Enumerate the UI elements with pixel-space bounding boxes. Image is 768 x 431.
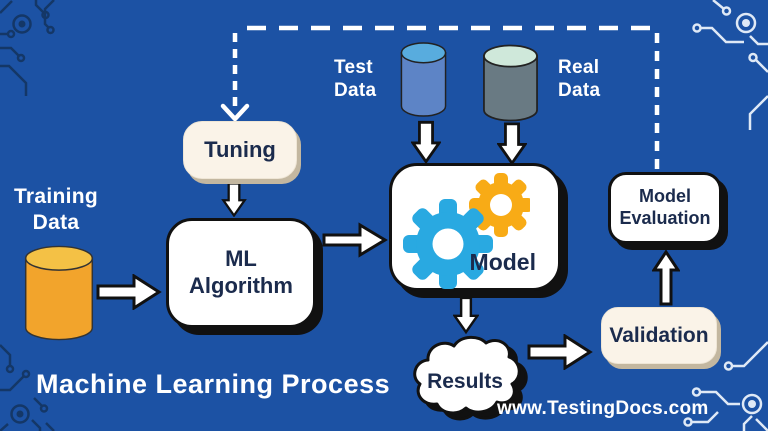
cloud-icon (413, 335, 528, 421)
arrow-real-to-model-icon (497, 122, 527, 165)
circuit-top-left (0, 0, 55, 96)
ml-algorithm-line2: Algorithm (189, 273, 293, 298)
training-data-line1: Training (13, 185, 99, 208)
arrow-validation-to-evaluation-icon (652, 250, 680, 306)
real-data-line1: Real (558, 57, 600, 78)
arrow-ml-to-model-icon (322, 222, 388, 258)
real-data-label: Real Data (558, 56, 622, 102)
model-evaluation-line1: Model (639, 186, 691, 207)
test-data-label: Test Data (334, 56, 398, 102)
arrow-test-to-model-icon (411, 120, 441, 165)
arrow-model-to-results-icon (453, 296, 479, 335)
training-data-label: Training Data (2, 184, 110, 235)
tuning-label: Tuning (204, 137, 276, 162)
test-data-line1: Test (334, 57, 373, 78)
training-data-cylinder-icon (24, 245, 94, 341)
page-title: Machine Learning Process (36, 369, 391, 399)
results-node: Results (407, 330, 533, 423)
test-data-line2: Data (334, 80, 377, 102)
model-evaluation-line2: Evaluation (619, 208, 711, 228)
training-data-line2: Data (32, 210, 80, 234)
validation-label: Validation (609, 323, 709, 347)
results-label: Results (427, 370, 503, 393)
ml-algorithm-line1: ML (225, 246, 257, 272)
model-evaluation-node: Model Evaluation (608, 172, 722, 244)
tuning-node: Tuning (183, 121, 297, 179)
gears-icon (403, 173, 530, 289)
arrow-results-to-validation-icon (527, 334, 593, 370)
real-data-cylinder-icon (483, 44, 538, 122)
real-data-line2: Data (558, 80, 601, 102)
arrow-training-to-ml-icon (96, 274, 162, 310)
dashed-arrowhead-icon (220, 103, 250, 122)
validation-node: Validation (601, 307, 717, 364)
watermark-text: www.TestingDocs.com (497, 398, 709, 419)
circuit-bottom-left (0, 344, 55, 431)
circuit-bottom-right (683, 341, 768, 431)
model-node: Model (389, 163, 561, 291)
circuit-top-right (692, 0, 768, 130)
ml-algorithm-node: ML Algorithm (166, 218, 316, 328)
arrow-tuning-to-ml-icon (221, 182, 247, 217)
model-label: Model (469, 249, 536, 275)
test-data-cylinder-icon (400, 42, 447, 117)
